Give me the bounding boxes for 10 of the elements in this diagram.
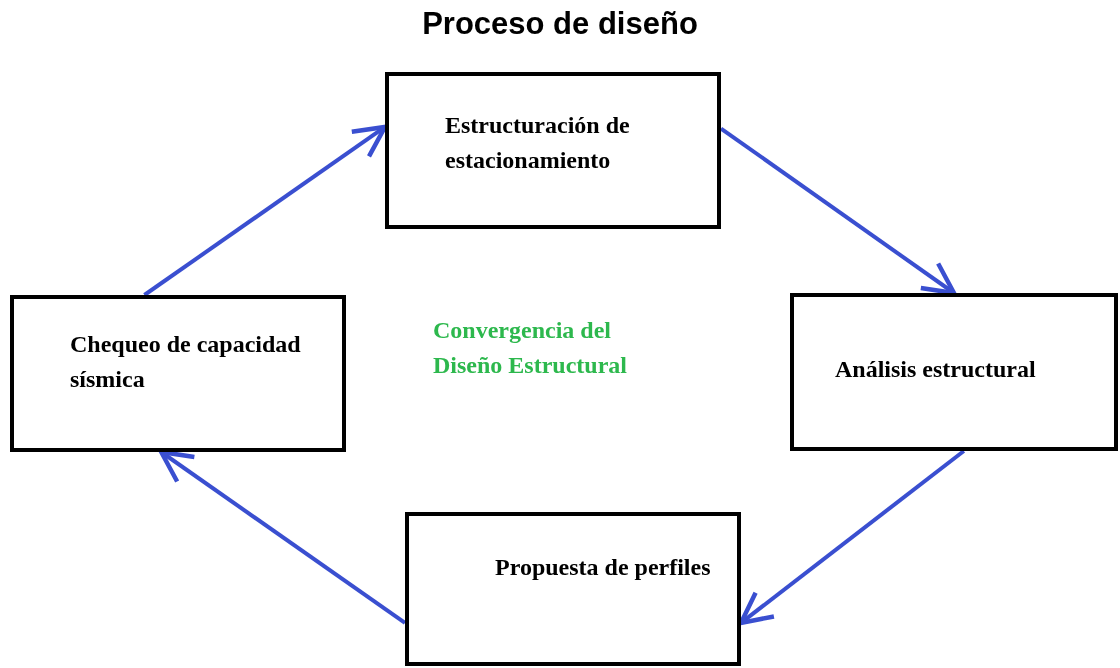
process-box <box>790 293 1118 451</box>
box-label: Propuesta de perfiles <box>495 553 711 582</box>
process-box <box>385 72 721 229</box>
center-note: Convergencia del Diseño Estructural <box>433 316 628 380</box>
diagram-title: Proceso de diseño <box>421 6 699 42</box>
box-label: Chequeo de capacidad sísmica <box>70 330 302 394</box>
box-label: Estructuración de estacionamiento <box>445 111 631 175</box>
box-label: Análisis estructural <box>835 355 1036 384</box>
process-box <box>405 512 741 666</box>
process-box <box>10 295 346 452</box>
